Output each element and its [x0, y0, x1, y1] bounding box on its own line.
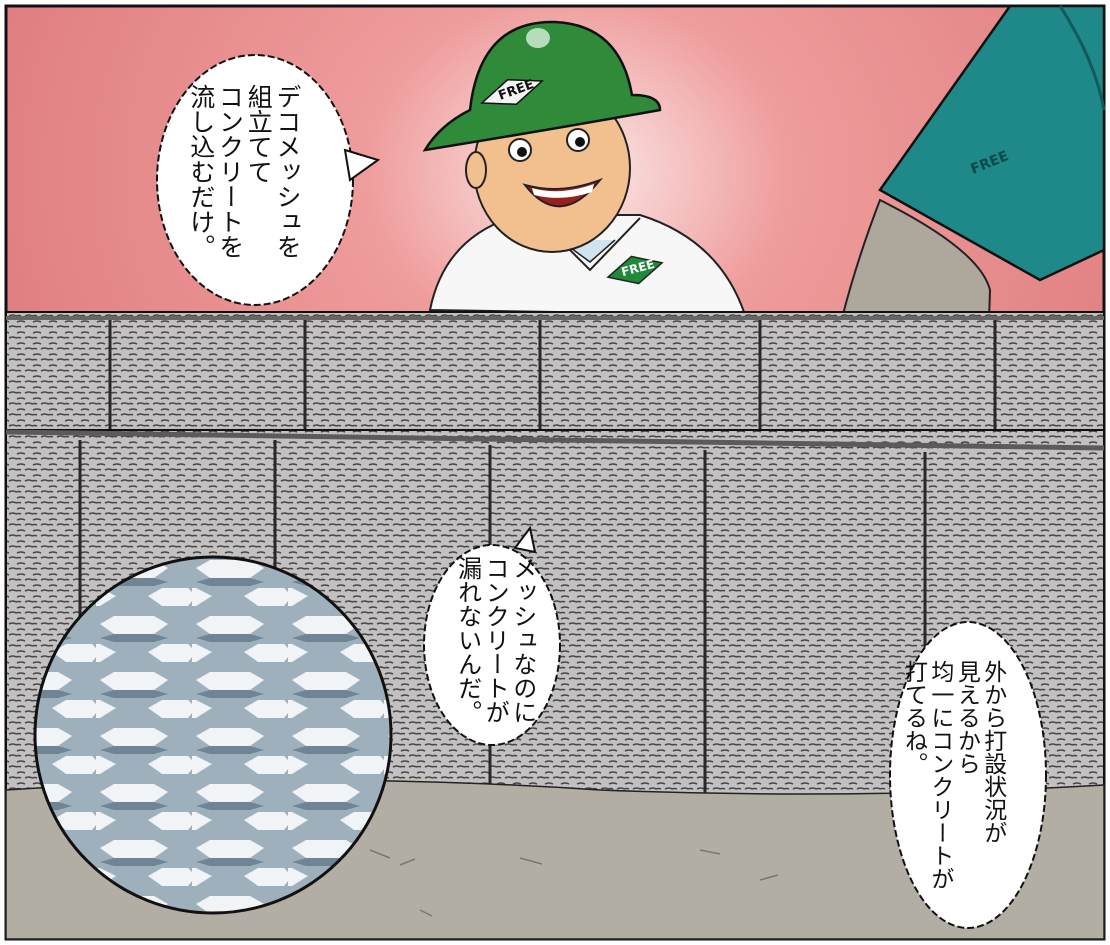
back-mesh-form: [5, 311, 1105, 433]
worker-character: [422, 20, 747, 317]
speech-bubble-2: [423, 525, 561, 746]
concrete-bucket: [878, 4, 1106, 282]
speech-bubble-3: [889, 621, 1047, 929]
mesh-closeup: [35, 557, 391, 913]
speech-bubble-2-text: メッシュなのに コンクリートが 漏れないんだ。: [453, 556, 537, 724]
speech-bubble-1-text: デコメッシュを 組立てて コンクリートを 流し込むだけ。: [186, 84, 302, 259]
speech-bubble-3-text: 外から打設状況が 見えるから 均一にコンクリートが 打てるね。: [900, 660, 1006, 890]
speech-bubble-1: [156, 54, 381, 306]
